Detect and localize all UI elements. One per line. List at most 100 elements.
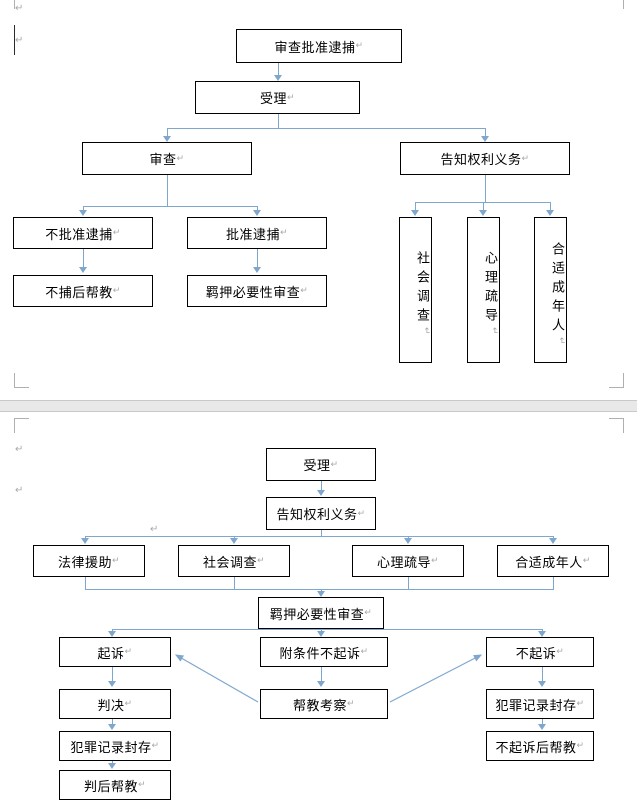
flow-box-label: 帮教考察 <box>292 698 347 714</box>
paragraph-mark: ↵ <box>556 336 566 345</box>
connector-arrow <box>108 724 116 730</box>
flow-box-label: 不批准逮捕 <box>45 227 113 243</box>
paragraph-mark: ↵ <box>15 444 24 455</box>
connector-line <box>167 128 168 137</box>
paragraph-mark: ↵ <box>421 327 431 335</box>
flow-box-xinlishudao-2[interactable]: 心理疏导↵ <box>352 545 464 577</box>
flow-box-fanzuijilufengcun-left[interactable]: 犯罪记录封存↵ <box>59 731 171 761</box>
connector-line <box>278 114 279 128</box>
connector-arrow <box>317 631 325 637</box>
paragraph-mark: ↵ <box>111 556 121 566</box>
crop-mark-top-left <box>14 0 29 9</box>
paragraph-mark: ↵ <box>112 228 121 238</box>
connector-line <box>550 202 551 211</box>
connector-line <box>112 761 113 764</box>
connector-line <box>85 577 86 589</box>
flow-box-gaozhiquanliyiwu-2[interactable]: 告知权利义务↵ <box>266 497 376 530</box>
flow-box-label: 羁押必要性审查 <box>269 607 365 623</box>
connector-line <box>85 536 86 539</box>
paragraph-mark: ↵ <box>355 41 364 51</box>
flow-box-label: 受理 <box>259 92 287 107</box>
flow-box-panjue[interactable]: 判决↵ <box>59 689 171 719</box>
flow-box-shouli-2[interactable]: 受理↵ <box>266 448 376 481</box>
flow-box-label: 羁押必要性审查 <box>205 285 301 301</box>
paragraph-mark: ↵ <box>15 35 24 46</box>
connector-arrow <box>317 591 325 597</box>
flow-box-shehuidiaocha-vertical[interactable]: 社会调查↵ <box>399 217 432 363</box>
flow-box-label: 告知权利义务 <box>276 508 358 523</box>
crop-mark-top-left <box>14 418 29 433</box>
flow-box-shehuidiaocha-2[interactable]: 社会调查↵ <box>178 545 290 577</box>
paragraph-mark: ↵ <box>357 508 366 519</box>
flow-box-label: 合适成年人 <box>549 241 564 337</box>
connector-line <box>553 577 554 589</box>
paragraph-mark: ↵ <box>489 327 499 335</box>
crop-mark-top-right <box>609 418 624 433</box>
flow-box-pizhunbuibu[interactable]: 批准逮捕↵ <box>187 217 327 249</box>
connector-line <box>321 481 322 491</box>
flow-box-buqisu[interactable]: 不起诉↵ <box>486 637 594 667</box>
paragraph-mark: ↵ <box>330 459 339 470</box>
flow-box-futiaojianbuqisu[interactable]: 附条件不起诉↵ <box>260 637 388 667</box>
flow-box-label: 犯罪记录封存 <box>70 740 152 756</box>
flow-box-falvyuanzhu[interactable]: 法律援助↵ <box>33 545 145 577</box>
flow-box-heshichengnianren-2[interactable]: 合适成年人↵ <box>497 545 609 577</box>
flow-box-label: 附条件不起诉 <box>279 646 361 662</box>
flow-box-shouli[interactable]: 受理↵ <box>195 81 360 114</box>
flow-box-shenchapizhunbuibu[interactable]: 审查批准逮捕↵ <box>236 29 402 63</box>
connector-line <box>234 577 235 589</box>
paragraph-mark: ↵ <box>576 699 585 709</box>
connector-arrow <box>230 538 238 544</box>
connector-arrow <box>108 631 116 637</box>
flow-box-bangjiaokaocha[interactable]: 帮教考察↵ <box>260 689 388 719</box>
flow-box-label: 不起诉后帮教 <box>495 740 577 756</box>
connector-line <box>83 249 84 268</box>
connector-line <box>167 175 168 206</box>
flow-box-buibuhoubangjiao[interactable]: 不捕后帮教↵ <box>13 275 153 307</box>
connector-line <box>112 629 113 632</box>
flow-box-panhoubangjiao[interactable]: 判后帮教↵ <box>59 770 171 800</box>
paragraph-mark: ↵ <box>582 556 591 566</box>
connector-arrow <box>411 210 419 216</box>
connector-arrow <box>404 538 412 544</box>
flow-box-label: 犯罪记录封存 <box>495 698 577 714</box>
paragraph-mark: ↵ <box>576 741 585 751</box>
connector-line <box>321 530 322 536</box>
flow-box-bupizhunbuibu[interactable]: 不批准逮捕↵ <box>13 217 153 249</box>
connector-arrow <box>81 538 89 544</box>
paragraph-mark: ↵ <box>15 485 24 496</box>
connector-line <box>112 719 113 725</box>
flow-box-label: 判决 <box>97 698 125 714</box>
flow-box-buqisuhoubangjiao[interactable]: 不起诉后帮教↵ <box>486 731 594 761</box>
connector-line <box>485 175 486 202</box>
flow-box-xinlishudao-vertical[interactable]: 心理疏导↵ <box>467 217 500 363</box>
flow-box-label: 告知权利义务 <box>440 153 522 168</box>
crop-mark-bottom-left <box>14 373 29 388</box>
connector-line <box>485 128 486 137</box>
paragraph-mark: ↵ <box>124 647 133 657</box>
connector-line <box>542 719 543 725</box>
flow-box-gaozhiquanliyiwu[interactable]: 告知权利义务↵ <box>400 142 570 175</box>
paragraph-mark: ↵ <box>300 286 309 296</box>
flow-box-shencha[interactable]: 审查↵ <box>82 142 252 175</box>
flow-box-fanzuijilufengcun-right[interactable]: 犯罪记录封存↵ <box>486 689 594 719</box>
connector-arrow <box>538 681 546 687</box>
connector-arrow <box>79 210 87 216</box>
connector-line <box>234 536 235 539</box>
flow-box-label: 合适成年人 <box>515 555 583 571</box>
paragraph-mark: ↵ <box>112 286 121 296</box>
flow-box-label: 心理疏导 <box>482 251 497 328</box>
flow-box-label: 起诉 <box>97 646 125 662</box>
flow-box-label: 批准逮捕 <box>225 227 280 243</box>
connector-line <box>167 128 486 129</box>
flow-box-jiyabiyaoxingshencha-2[interactable]: 羁押必要性审查↵ <box>258 597 384 629</box>
paragraph-mark: ↵ <box>360 647 369 657</box>
flow-box-label: 审查批准逮捕 <box>274 40 356 56</box>
flow-box-jiyabiyaoxingshencha[interactable]: 羁押必要性审查↵ <box>187 275 327 307</box>
flow-box-qisu[interactable]: 起诉↵ <box>59 637 171 667</box>
page-1: ↵ ↵ 审查批准逮捕↵ 受理↵ 审查↵ 告知权利义务↵ 不批准逮捕↵ 批准逮捕↵… <box>0 0 637 400</box>
flow-box-label: 社会调查 <box>202 555 257 571</box>
flow-box-heshichengnianren-vertical[interactable]: 合适成年人↵ <box>534 217 567 363</box>
paragraph-mark: ↵ <box>256 556 266 566</box>
